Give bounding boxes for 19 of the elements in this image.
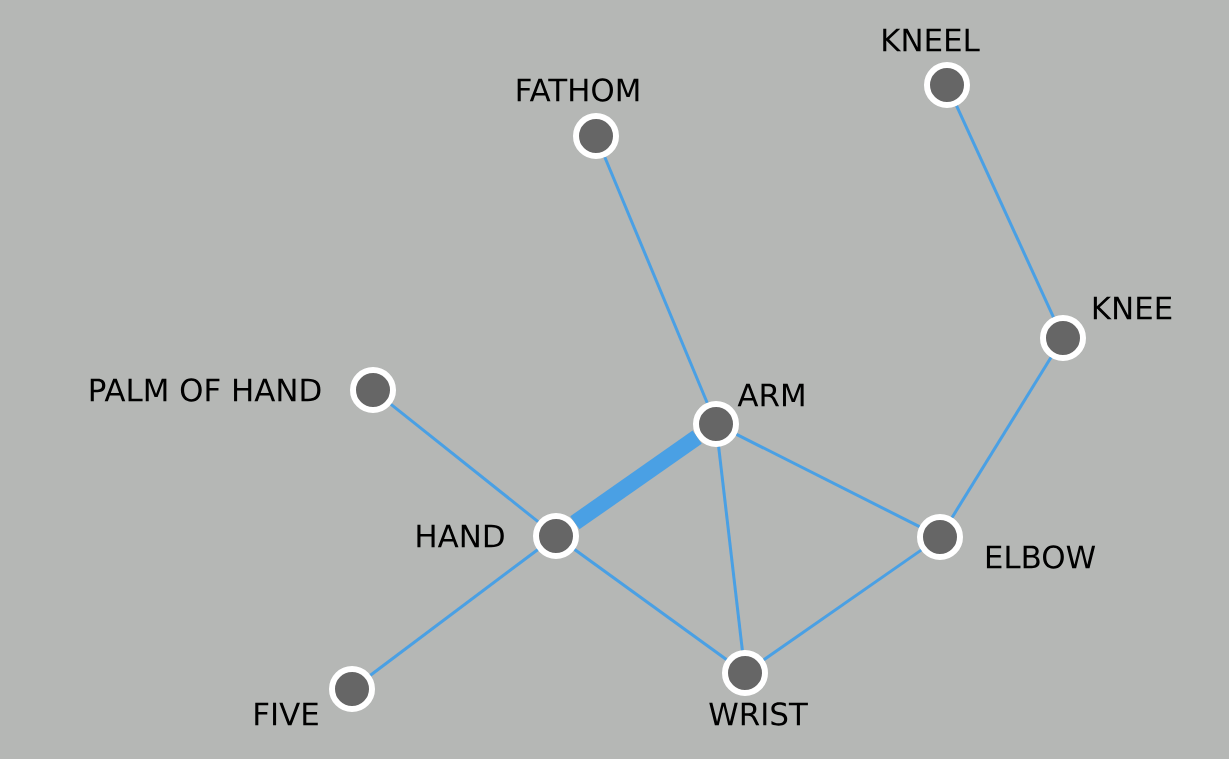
edge-line	[390, 403, 539, 523]
edge-line	[735, 433, 921, 528]
edge-line	[570, 430, 702, 530]
node-label: WRIST	[709, 702, 808, 726]
edge-line	[717, 446, 744, 651]
edge-line	[369, 548, 539, 677]
node-label: HAND	[417, 524, 504, 548]
edge-line	[573, 548, 728, 661]
edge-line	[603, 156, 709, 404]
edge-line	[950, 356, 1053, 519]
node-label: ARM	[737, 383, 804, 407]
node-label: FIVE	[255, 702, 318, 726]
node-label: PALM OF HAND	[90, 378, 321, 402]
node-label: KNEE	[1093, 296, 1172, 320]
node-label: FATHOM	[517, 78, 639, 102]
node-label: ELBOW	[986, 545, 1096, 569]
edge-line	[763, 548, 922, 662]
node-label: KNEEL	[883, 28, 980, 52]
edge-line	[955, 105, 1055, 318]
